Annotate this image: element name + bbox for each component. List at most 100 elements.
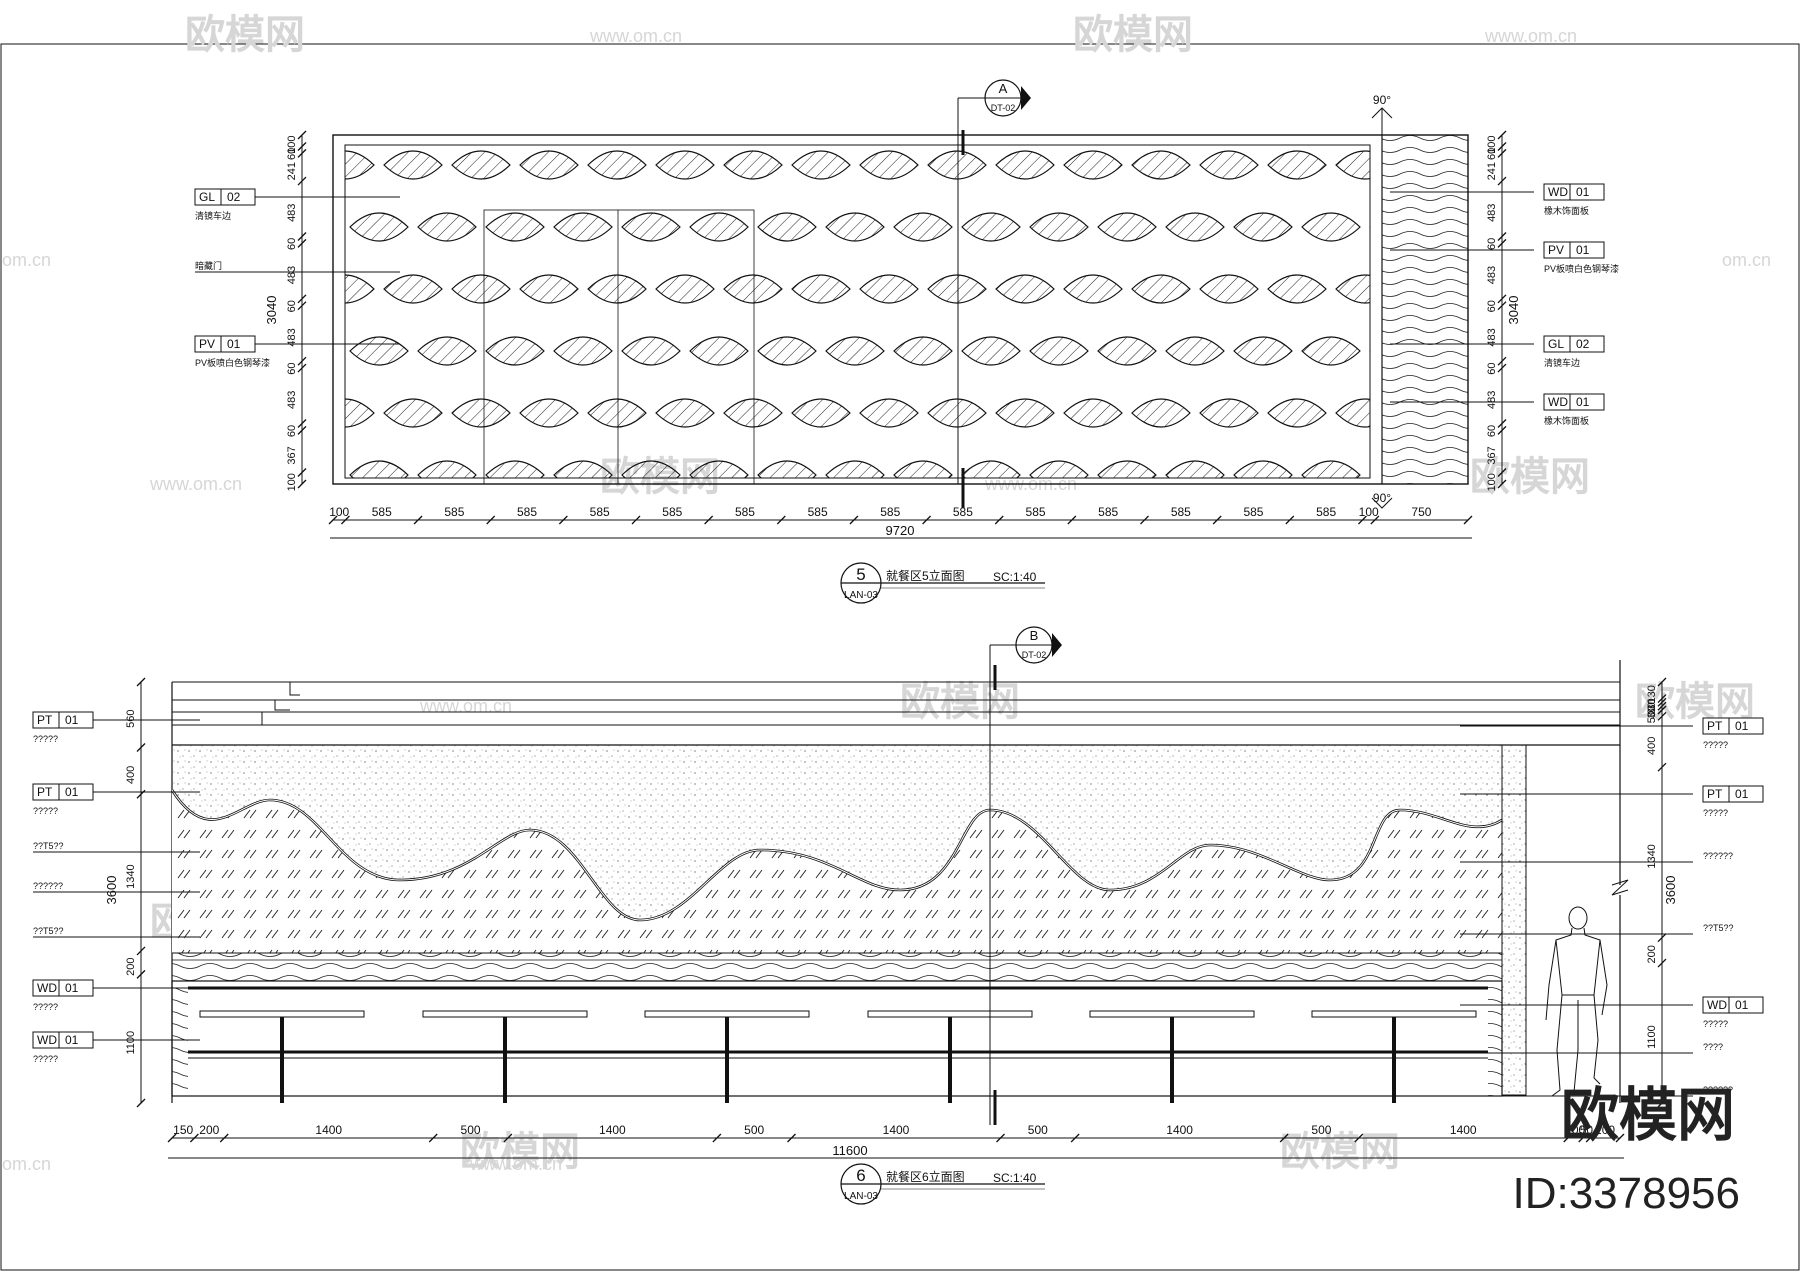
e5-bottom-dim-tick <box>328 515 338 525</box>
e5-bottom-dim-label: 585 <box>1171 505 1191 519</box>
e5-right-dim-label: 60 <box>1486 362 1498 374</box>
section-b-letter: B <box>1030 628 1039 643</box>
e5-right-dim-tick <box>1497 425 1507 435</box>
e6-bottom-dim-tick <box>787 1133 796 1143</box>
elev6-title: 就餐区6立面图 <box>886 1169 965 1184</box>
tag-number: 01 <box>65 713 79 727</box>
e5-bottom-dim-label: 585 <box>808 505 828 519</box>
tag-number: 01 <box>1735 719 1749 733</box>
lattice-cell <box>1234 89 1292 117</box>
watermark-brand: 欧模网 <box>1635 680 1755 724</box>
lattice-cell <box>825 336 885 366</box>
e6-right-dim-tick <box>1657 701 1667 711</box>
e6-bottom-dim-label: 500 <box>744 1123 764 1137</box>
lattice-cell <box>553 460 613 478</box>
e5-bottom-dim-tick <box>849 515 859 525</box>
lattice-cell <box>1029 212 1089 242</box>
lattice-cell <box>995 150 1055 180</box>
e6-bottom-dim-label: 1400 <box>883 1123 910 1137</box>
lattice-cell <box>621 460 681 478</box>
lattice-cell <box>417 212 477 242</box>
lattice-cell <box>1404 523 1462 551</box>
e5-left-dim-label: 60 <box>286 238 298 250</box>
lattice-cell <box>1166 89 1224 117</box>
e5-right-dim-label: 60 <box>1486 238 1498 250</box>
tag-box <box>32 711 94 729</box>
e5-bottom-dim-label: 100 <box>1359 505 1379 519</box>
tag-code: WD <box>1548 185 1568 199</box>
e6-bottom-dim-label: 1400 <box>315 1123 342 1137</box>
e6-left-dim-tick <box>136 677 146 687</box>
lattice-cell <box>723 398 783 428</box>
tag-note: ????? <box>1703 808 1728 818</box>
lattice-cell <box>1097 460 1157 478</box>
lattice-cell <box>1301 336 1361 366</box>
lattice-cell <box>1131 150 1191 180</box>
lattice-cell <box>995 274 1055 304</box>
e6-right-dim-label: 50 <box>1646 711 1658 723</box>
e5-left-dim-label: 367 <box>286 446 298 464</box>
elev5-total-width: 9720 <box>886 523 915 538</box>
banquette-left-cap <box>172 981 188 1096</box>
brand-id: ID:3378956 <box>1512 1169 1740 1218</box>
lattice-cell <box>689 336 749 366</box>
lattice-cell <box>384 523 442 551</box>
lattice-cell <box>485 212 545 242</box>
e5-left-dim-label: 60 <box>286 300 298 312</box>
e6-right-dim-tick <box>1657 933 1667 943</box>
e5-right-dim-label: 367 <box>1486 446 1498 464</box>
e5-left-dim-tick <box>297 142 307 151</box>
lattice-cell <box>418 89 476 117</box>
e5-bottom-dim-tick <box>413 515 423 525</box>
table-top <box>199 1010 365 1018</box>
e6-bottom-dim-label: 1400 <box>1450 1123 1477 1137</box>
lattice-cell <box>1097 336 1157 366</box>
lattice-cell <box>1438 89 1496 117</box>
e5-left-dim-label: 60 <box>286 425 298 437</box>
tag-note: ???? <box>1703 1042 1723 1052</box>
lattice-cell <box>1301 212 1361 242</box>
tag-note: ?????? <box>33 881 63 891</box>
e6-bottom-dim-label: 200 <box>1595 1123 1615 1137</box>
lattice-cell <box>1131 398 1191 428</box>
table-top <box>644 1010 810 1018</box>
tag-note: ??T5?? <box>33 841 64 851</box>
e5-left-dim-label: 100 <box>286 473 298 491</box>
tag-note: ????? <box>33 806 58 816</box>
lattice-cell <box>316 523 374 551</box>
e6-bottom-dim-tick <box>1279 1133 1289 1143</box>
e6-left-dim-label: 1100 <box>125 1031 137 1055</box>
angle-marker-bottom <box>1371 497 1393 509</box>
tag-note: 橡木饰面板 <box>1544 415 1589 426</box>
e5-right-dim-label: 100 <box>1486 136 1498 154</box>
angle-label-top: 90° <box>1373 93 1391 107</box>
e5-right-dim-label: 100 <box>1486 473 1498 491</box>
lattice-cell <box>859 398 919 428</box>
tag-box <box>194 335 256 353</box>
e5-left-dim-tick <box>297 468 307 477</box>
lattice-cell <box>826 89 884 117</box>
elev6-height-left: 3600 <box>104 876 119 905</box>
section-a-letter: A <box>999 81 1008 96</box>
lattice-cell <box>519 150 579 180</box>
e5-bottom-dim-label: 585 <box>735 505 755 519</box>
banquette-right-cap <box>1488 981 1502 1096</box>
lattice-cell <box>1233 460 1293 478</box>
e5-left-dim-label: 483 <box>286 204 298 222</box>
tag-code: WD <box>1548 395 1568 409</box>
elev5-lattice-frame <box>344 144 1371 479</box>
e5-bottom-dim-tick <box>1370 515 1380 525</box>
lattice-cell <box>587 398 647 428</box>
lattice-cell <box>554 89 612 117</box>
lattice-cell <box>1131 274 1191 304</box>
tag-note: ??T5?? <box>33 926 64 936</box>
e5-bottom-dim-label: 585 <box>1243 505 1263 519</box>
e5-bottom-dim-label: 585 <box>1098 505 1118 519</box>
e6-bottom-dim-tick <box>712 1133 722 1143</box>
e5-left-dim-tick <box>297 238 307 248</box>
tag-note: 清镜车边 <box>1544 357 1580 368</box>
tag-number: 01 <box>1735 998 1749 1012</box>
